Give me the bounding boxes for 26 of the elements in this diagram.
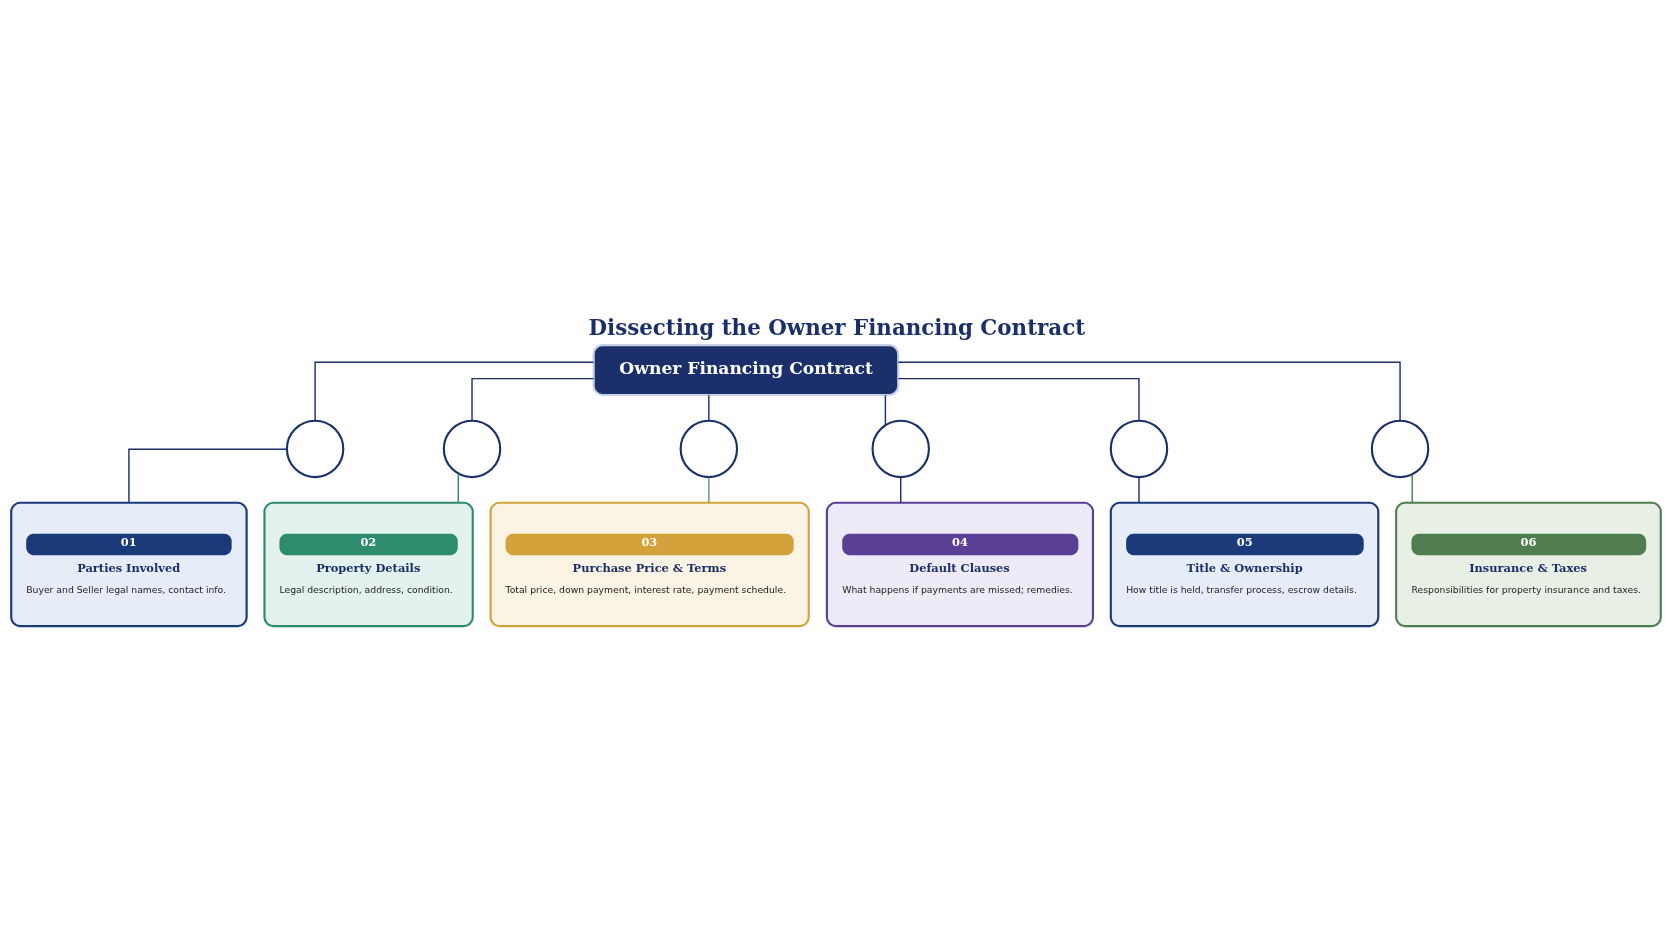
connector <box>314 361 595 421</box>
node-box: 02 Property Details Legal description, address, condition. <box>263 501 474 627</box>
connector <box>900 475 902 503</box>
connector <box>708 394 710 421</box>
node-box: 03 Purchase Price & Terms Total price, down payment, interest rate, payment schedule. <box>489 501 810 627</box>
connector <box>884 394 887 426</box>
node-circle <box>871 419 930 478</box>
connector <box>471 377 595 421</box>
connector <box>1411 473 1413 503</box>
node-box: 06 Insurance & Taxes Responsibilities for property insurance and taxes. <box>1395 501 1662 627</box>
connector <box>897 361 1401 421</box>
node-box: 05 Title & Ownership How title is held, transfer process, escrow details. <box>1109 501 1380 627</box>
node-circle <box>285 419 345 478</box>
connector <box>128 448 288 503</box>
connector <box>457 472 459 503</box>
node-circle <box>1370 419 1430 478</box>
node-box: 01 Parties Involved Buyer and Seller legal names, contact info. <box>10 501 248 627</box>
connector <box>1138 475 1140 503</box>
connector <box>708 475 710 503</box>
node-circle <box>679 419 739 478</box>
node-box: Owner Financing Contract <box>592 343 900 396</box>
node-circle <box>1109 419 1169 478</box>
node-box: 04 Default Clauses What happens if payments are missed; remedies. <box>825 501 1095 627</box>
diagram-title: Dissecting the Owner Financing Contract <box>588 314 1086 340</box>
node-circle <box>442 419 502 478</box>
connector <box>897 377 1140 421</box>
